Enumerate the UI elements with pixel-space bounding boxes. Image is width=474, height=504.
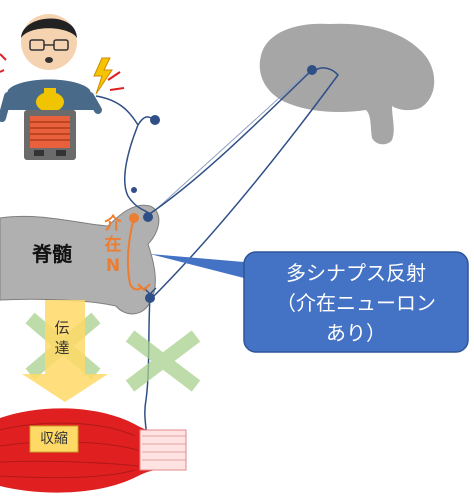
- transmission-arrow: [22, 300, 108, 402]
- brain-synapse-dot: [307, 65, 317, 75]
- callout-line-title: 多シナプス反射: [286, 261, 426, 285]
- interneuron-line: [126, 217, 143, 291]
- descending-motor-line: [149, 67, 339, 301]
- transmission-label-line: 伝: [54, 319, 70, 337]
- heater-icon: [24, 110, 76, 160]
- muscle-icon: [0, 408, 187, 493]
- callout-line-subtitle: （介在ニューロン: [276, 291, 436, 315]
- interneuron-label-line: 介: [104, 214, 122, 234]
- spinal-cord: [0, 204, 160, 315]
- contraction-label: 収縮: [40, 431, 68, 447]
- callout-text: 多シナプス反射 （介在ニューロン あり）: [250, 258, 462, 348]
- motor-synapse-marker: [143, 287, 157, 296]
- contraction-label-box: [29, 425, 79, 453]
- callout-line-end: あり）: [326, 321, 386, 345]
- blocked-cross-right: [125, 330, 201, 392]
- sensory-terminal-dot: [150, 115, 160, 125]
- motor-neuron-dot: [145, 293, 155, 303]
- interneuron-label: 介 在 N: [103, 214, 123, 277]
- interneuron-synapse-marker: [137, 283, 151, 292]
- callout-box: [150, 251, 469, 353]
- transmission-label: 伝 達: [52, 318, 72, 358]
- sensory-neuron-line: [95, 95, 156, 217]
- descending-pathway-line: [149, 69, 311, 216]
- transmission-label-line: 達: [54, 339, 70, 357]
- sensory-ganglion-dot: [131, 187, 137, 193]
- ascending-pathway-line: [147, 69, 313, 216]
- interneuron-label-line: 在: [104, 235, 122, 255]
- kettle-icon: [36, 88, 64, 112]
- spinal-cord-label: 脊髄: [32, 242, 72, 266]
- synapse-dot-top: [143, 212, 153, 222]
- interneuron-dot: [129, 213, 139, 223]
- lightning-icon: [0, 53, 125, 95]
- brain-icon: [259, 23, 435, 145]
- interneuron-label-line: N: [105, 256, 121, 276]
